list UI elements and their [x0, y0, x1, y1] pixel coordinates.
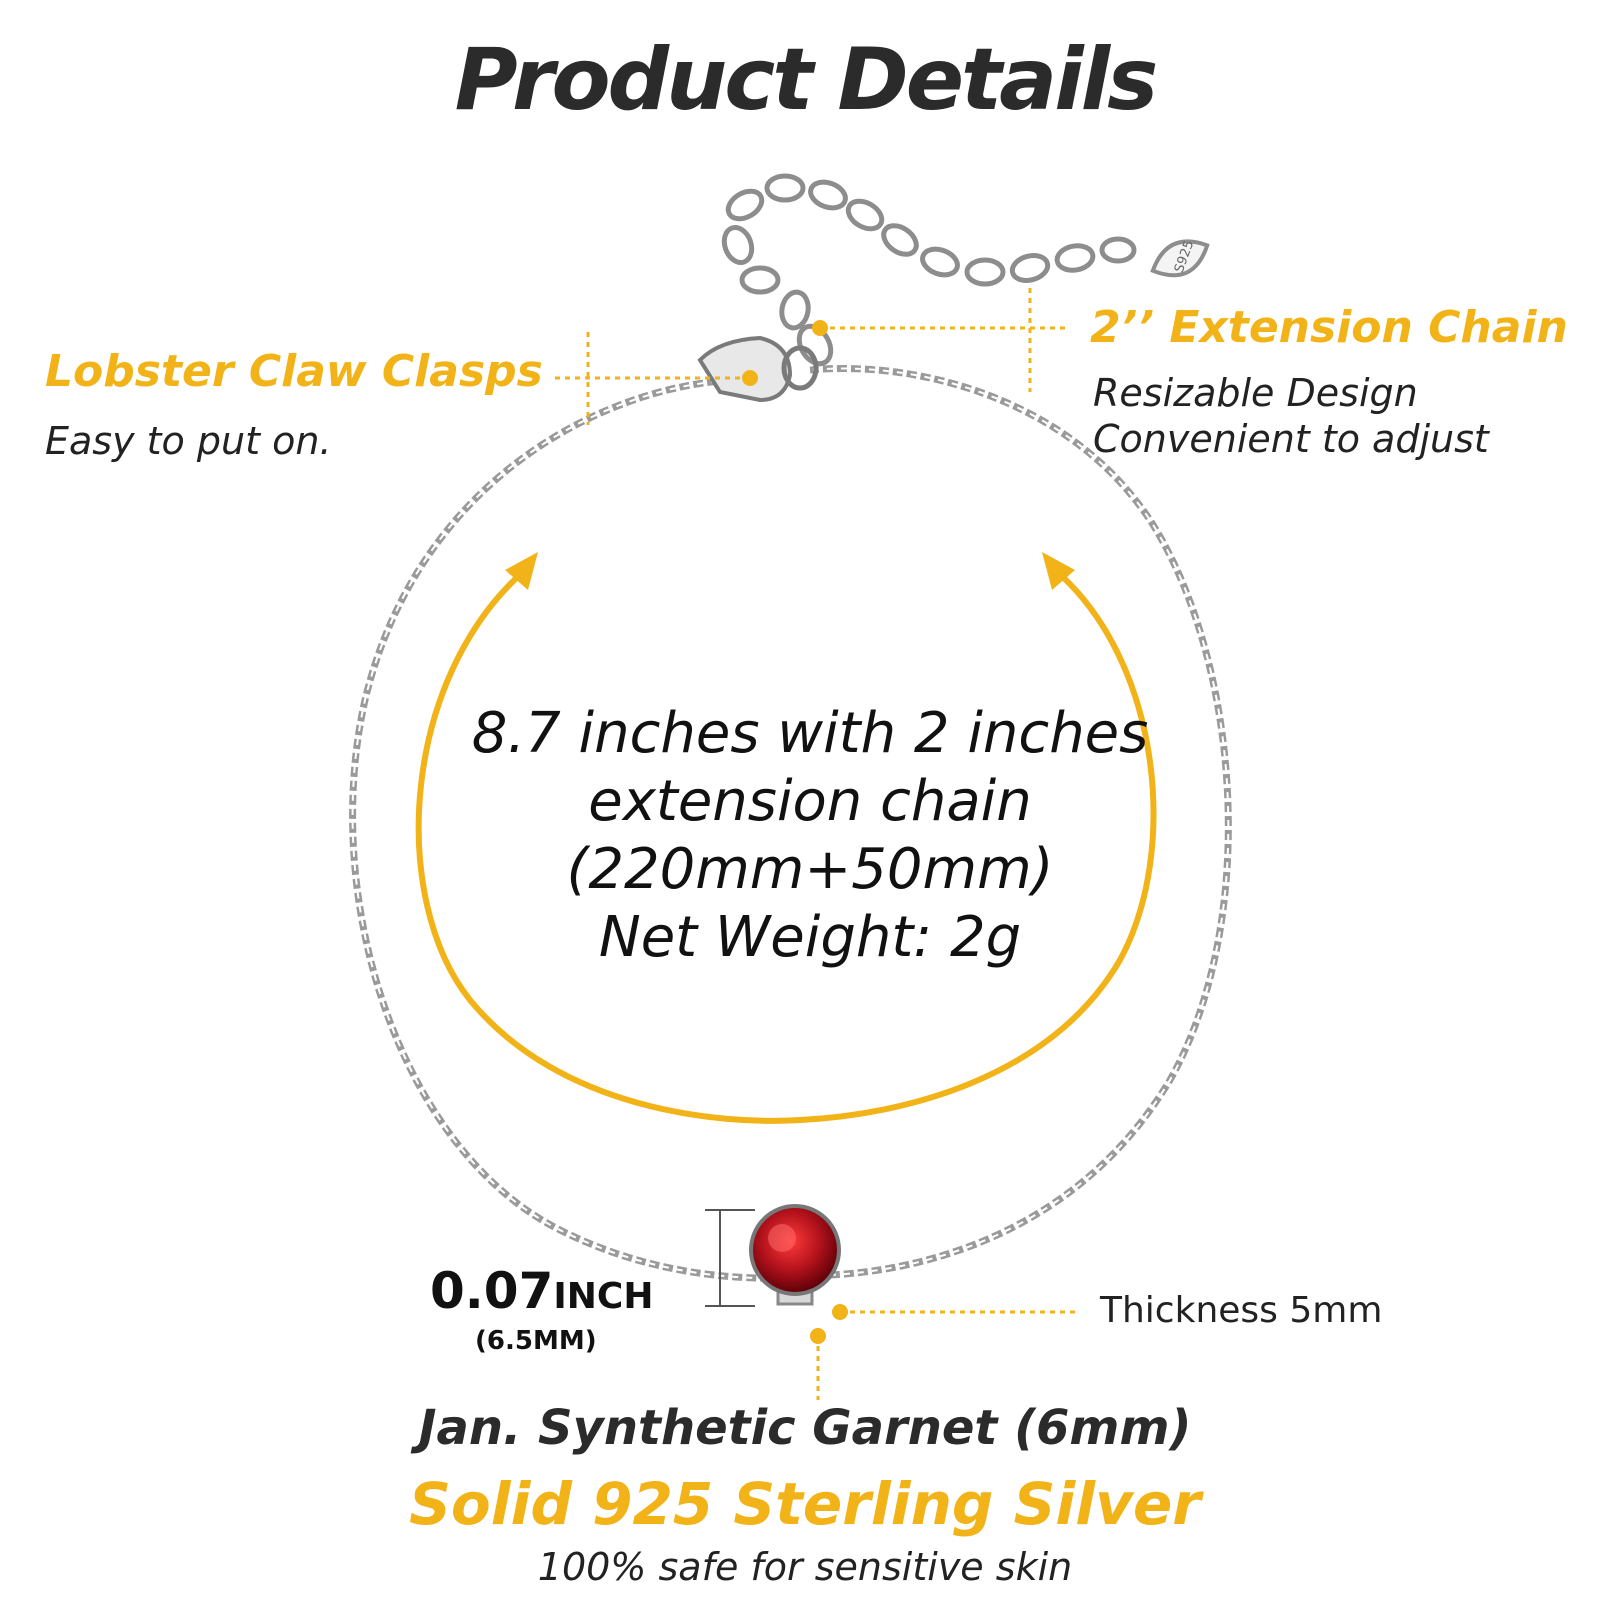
thickness-label: Thickness 5mm [1100, 1290, 1383, 1331]
dimension-unit: INCH [553, 1276, 654, 1317]
arrow-left-icon [505, 552, 538, 590]
page-title: Product Details [454, 30, 1159, 130]
material-label: Solid 925 Sterling Silver [409, 1470, 1201, 1538]
dimension-value: 0.07INCH [430, 1262, 653, 1320]
extension-chain [721, 173, 1137, 367]
stone-label: Jan. Synthetic Garnet (6mm) [418, 1400, 1192, 1456]
dimension-number: 0.07 [430, 1262, 554, 1320]
extension-heading: 2’’ Extension Chain [1090, 302, 1568, 353]
extension-subtext-1: Resizable Design [1093, 371, 1418, 415]
safety-label: 100% safe for sensitive skin [537, 1545, 1073, 1589]
arrow-right-icon [1042, 552, 1075, 590]
clasp-heading: Lobster Claw Clasps [45, 346, 543, 397]
size-line-3: (220mm+50mm) [566, 837, 1054, 902]
extension-subtext-2: Convenient to adjust [1093, 417, 1489, 461]
dimension-bracket [705, 1209, 755, 1307]
size-line-2: extension chain [588, 769, 1032, 834]
dimension-mm: (6.5MM) [475, 1326, 597, 1356]
garnet-stone [749, 1204, 841, 1306]
size-line-1: 8.7 inches with 2 inches [471, 701, 1149, 766]
lobster-clasp-shape [697, 335, 819, 403]
size-line-4: Net Weight: 2g [598, 905, 1022, 970]
s925-tag [1150, 239, 1210, 278]
clasp-subtext: Easy to put on. [45, 419, 332, 463]
size-arc [415, 567, 1157, 1124]
size-description: 8.7 inches with 2 inches extension chain… [405, 700, 1215, 972]
